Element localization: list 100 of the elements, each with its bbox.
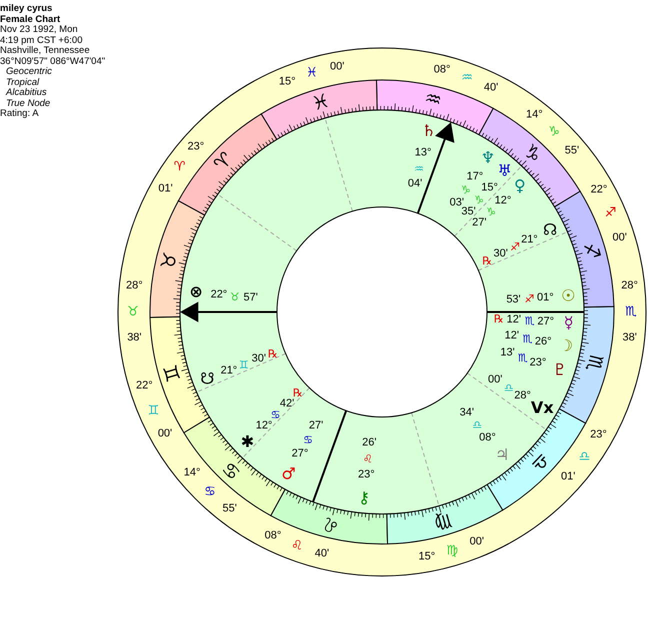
degree-label: 14°	[184, 467, 200, 478]
minute-label: 26'	[362, 438, 377, 449]
zodiac-sign-symbol: ♋	[270, 409, 280, 420]
planet-symbol: ☿	[564, 315, 574, 332]
planet-symbol: ♇	[552, 362, 568, 378]
chart-info-text: Rating: A	[0, 109, 39, 118]
planet-symbol: ☋	[200, 371, 215, 387]
minute-label: 04'	[408, 178, 422, 190]
zodiac-sign-symbol: ♌	[362, 454, 373, 465]
zodiac-sign-symbol: ♋	[303, 434, 313, 446]
zodiac-sign-symbol: ♎	[578, 450, 590, 464]
zodiac-sign-symbol: ♐	[604, 206, 616, 220]
chart-info-text: 36°N09'57" 086°W47'04"	[0, 56, 106, 66]
minute-label: 30'	[252, 354, 266, 365]
planet-symbol: ☊	[542, 222, 558, 238]
zodiac-sign-symbol: ♊	[148, 404, 160, 418]
planet-symbol: ⊗	[189, 284, 203, 300]
degree-label: 13°	[414, 148, 432, 159]
zodiac-sign-symbol: ♑	[474, 194, 484, 206]
planet-symbol: Vx	[530, 400, 554, 416]
zodiac-sign-symbol: ♌	[291, 540, 303, 553]
zodiac-sign-symbol: ♋	[218, 457, 244, 483]
chart-info-text: Nashville, Tennessee	[0, 46, 90, 56]
minute-label: 00'	[612, 232, 627, 244]
minute-label: 00'	[158, 428, 172, 440]
minute-label: 12'	[504, 330, 519, 342]
zodiac-sign-symbol: ♉	[127, 306, 139, 318]
zodiac-sign-symbol: ♒	[461, 71, 473, 84]
degree-label: 21°	[220, 365, 238, 376]
planet-symbol: ♄	[422, 122, 436, 139]
degree-label: 27°	[292, 448, 308, 460]
zodiac-sign-symbol: ♐	[580, 240, 603, 262]
planet-symbol: ♀	[514, 178, 526, 194]
planet-symbol: ☽	[558, 338, 574, 354]
zodiac-sign-symbol: ♎	[472, 420, 482, 431]
degree-label: 15°	[278, 76, 296, 88]
chart-info-text: Nov 23 1992, Mon	[0, 25, 78, 34]
degree-label: 28°	[126, 280, 143, 292]
chart-info-text: Geocentric	[6, 67, 52, 76]
planet-symbol: ⚷	[358, 490, 370, 506]
minute-label: 57'	[244, 292, 258, 304]
planet-symbol: ♃	[495, 447, 510, 464]
zodiac-sign-symbol: ♈	[174, 160, 186, 174]
minute-label: 38'	[622, 332, 637, 344]
degree-label: 12°	[494, 196, 512, 207]
degree-label: 08°	[434, 64, 450, 76]
retrograde-mark: ℞	[482, 255, 492, 266]
minute-label: 00'	[470, 536, 484, 548]
minute-label: 30'	[493, 248, 508, 260]
zodiac-sign-symbol: ♋	[204, 485, 216, 498]
degree-label: 28°	[621, 280, 638, 292]
retrograde-mark: ℞	[268, 348, 278, 360]
minute-label: 13'	[500, 347, 515, 358]
degree-label: 08°	[264, 530, 282, 542]
zodiac-sign-symbol: ♎	[504, 382, 514, 394]
degree-label: 22°	[136, 380, 153, 392]
minute-label: 00'	[488, 374, 502, 386]
zodiac-sign-symbol: ♒	[414, 163, 424, 174]
degree-label: 12°	[256, 420, 272, 432]
planet-symbol: ♅	[498, 162, 512, 179]
chart-subtitle: Female Chart	[0, 14, 60, 24]
zodiac-sign-symbol: ♉	[158, 250, 182, 272]
degree-label: 23°	[530, 357, 546, 368]
zodiac-sign-symbol: ♌	[320, 512, 342, 536]
degree-label: 17°	[466, 171, 484, 182]
zodiac-sign-symbol: ♏	[524, 316, 535, 327]
zodiac-sign-symbol: ♒	[422, 88, 444, 112]
degree-label: 26°	[534, 336, 552, 348]
zodiac-sign-symbol: ♍	[446, 544, 458, 558]
minute-label: 35'	[461, 206, 476, 218]
minute-label: 12'	[506, 314, 521, 326]
zodiac-sign-symbol: ♉	[230, 291, 240, 302]
minute-label: 34'	[460, 408, 474, 419]
zodiac-sign-symbol: ♓	[310, 91, 332, 114]
degree-label: 01°	[537, 292, 554, 304]
retrograde-mark: ℞	[494, 314, 504, 325]
degree-label: 15°	[481, 182, 498, 194]
chart-info-text: 4:19 pm CST +6:00	[0, 36, 82, 45]
degree-label: 14°	[526, 110, 543, 121]
minute-label: 27'	[308, 420, 324, 432]
planet-symbol: ☉	[561, 288, 576, 304]
zodiac-sign-symbol: ♏	[625, 306, 637, 318]
minute-label: 40'	[314, 548, 330, 560]
planet-symbol: ♂	[281, 466, 296, 482]
zodiac-sign-symbol: ♓	[306, 66, 318, 80]
degree-label: 22°	[210, 289, 228, 300]
zodiac-sign-symbol: ♑	[460, 184, 471, 196]
degree-label: 23°	[358, 470, 375, 481]
minute-label: 00'	[330, 62, 344, 73]
degree-label: 15°	[418, 551, 436, 562]
degree-label: 23°	[188, 141, 204, 152]
degree-label: 22°	[590, 184, 608, 196]
minute-label: 01'	[158, 183, 173, 194]
zodiac-sign-symbol: ♑	[486, 206, 496, 218]
degree-label: 28°	[514, 390, 531, 402]
chart-info-text: Tropical	[6, 78, 40, 87]
minute-label: 53'	[506, 294, 521, 306]
degree-label: 08°	[479, 432, 496, 444]
minute-label: 01'	[560, 472, 576, 483]
planet-symbol: ♆	[480, 150, 496, 166]
